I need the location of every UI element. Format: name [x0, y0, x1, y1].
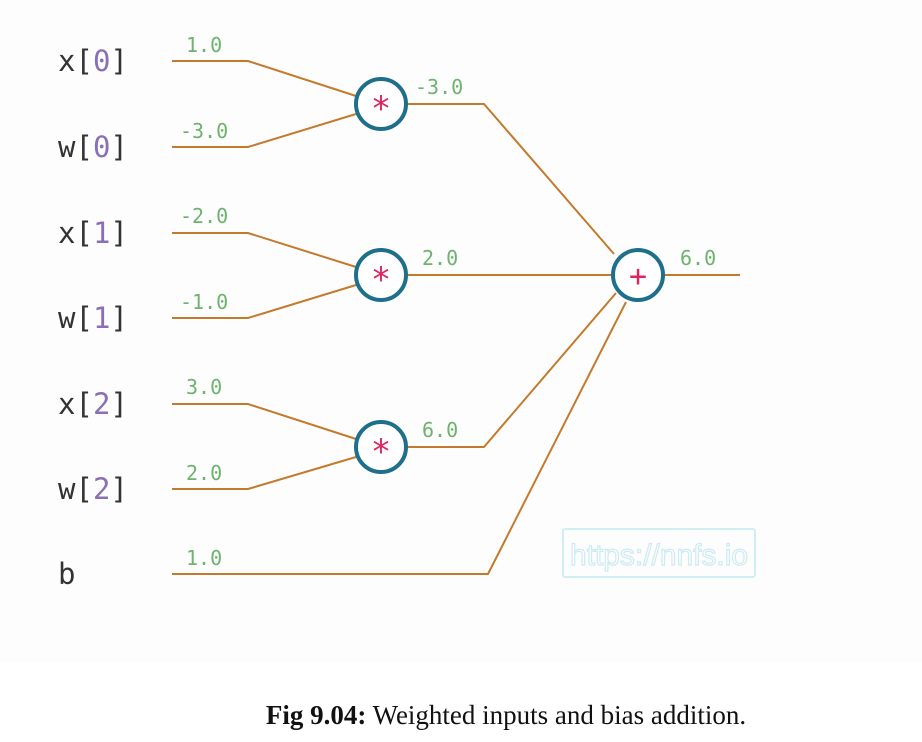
sum-node: +: [611, 248, 665, 302]
computation-graph: x[0] w[0] x[1] w[1] x[2] w[2] b 1.0 -3.0…: [58, 33, 756, 591]
wire-w2: [172, 456, 357, 490]
value-mul0-out: -3.0: [415, 75, 463, 99]
value-w2: 2.0: [186, 461, 222, 485]
multiply-node-0: *: [354, 77, 408, 131]
diagram-panel: [0, 0, 922, 662]
watermark: https://nnfs.io: [562, 528, 756, 578]
watermark-text: https://nnfs.io: [570, 539, 748, 572]
multiply-node-1: *: [354, 248, 408, 302]
input-label-x2: x[2]: [58, 387, 128, 421]
input-label-x0: x[0]: [58, 44, 128, 78]
value-x0: 1.0: [186, 33, 222, 57]
plus-symbol: +: [629, 259, 647, 294]
value-x2: 3.0: [186, 375, 222, 399]
value-w0: -3.0: [180, 119, 228, 143]
value-x1: -2.0: [180, 204, 228, 228]
input-label-x1: x[1]: [58, 216, 128, 250]
input-label-w2: w[2]: [58, 472, 128, 506]
caption-label: Fig 9.04:: [265, 700, 367, 730]
value-sum-out: 6.0: [680, 246, 716, 270]
value-bias: 1.0: [186, 546, 222, 570]
wire-bias: [172, 301, 627, 575]
multiply-symbol: *: [371, 260, 391, 300]
wire-mul2-out: [406, 292, 617, 448]
wire-x1: [172, 232, 357, 268]
wire-mul0-out: [406, 103, 615, 255]
value-mul1-out: 2.0: [422, 246, 458, 270]
multiply-node-2: *: [354, 420, 408, 474]
wire-w0: [172, 113, 357, 148]
wire-x0: [172, 60, 357, 97]
value-w1: -1.0: [180, 290, 228, 314]
figure-caption: Fig 9.04: Weighted inputs and bias addit…: [0, 700, 922, 731]
caption-text: Weighted inputs and bias addition.: [366, 700, 747, 730]
multiply-symbol: *: [371, 432, 391, 472]
multiply-symbol: *: [371, 89, 391, 129]
wire-w1: [172, 284, 357, 319]
input-label-w0: w[0]: [58, 130, 128, 164]
input-label-w1: w[1]: [58, 301, 128, 335]
wire-x2: [172, 403, 357, 440]
input-label-bias: b: [58, 557, 75, 591]
value-mul2-out: 6.0: [422, 418, 458, 442]
